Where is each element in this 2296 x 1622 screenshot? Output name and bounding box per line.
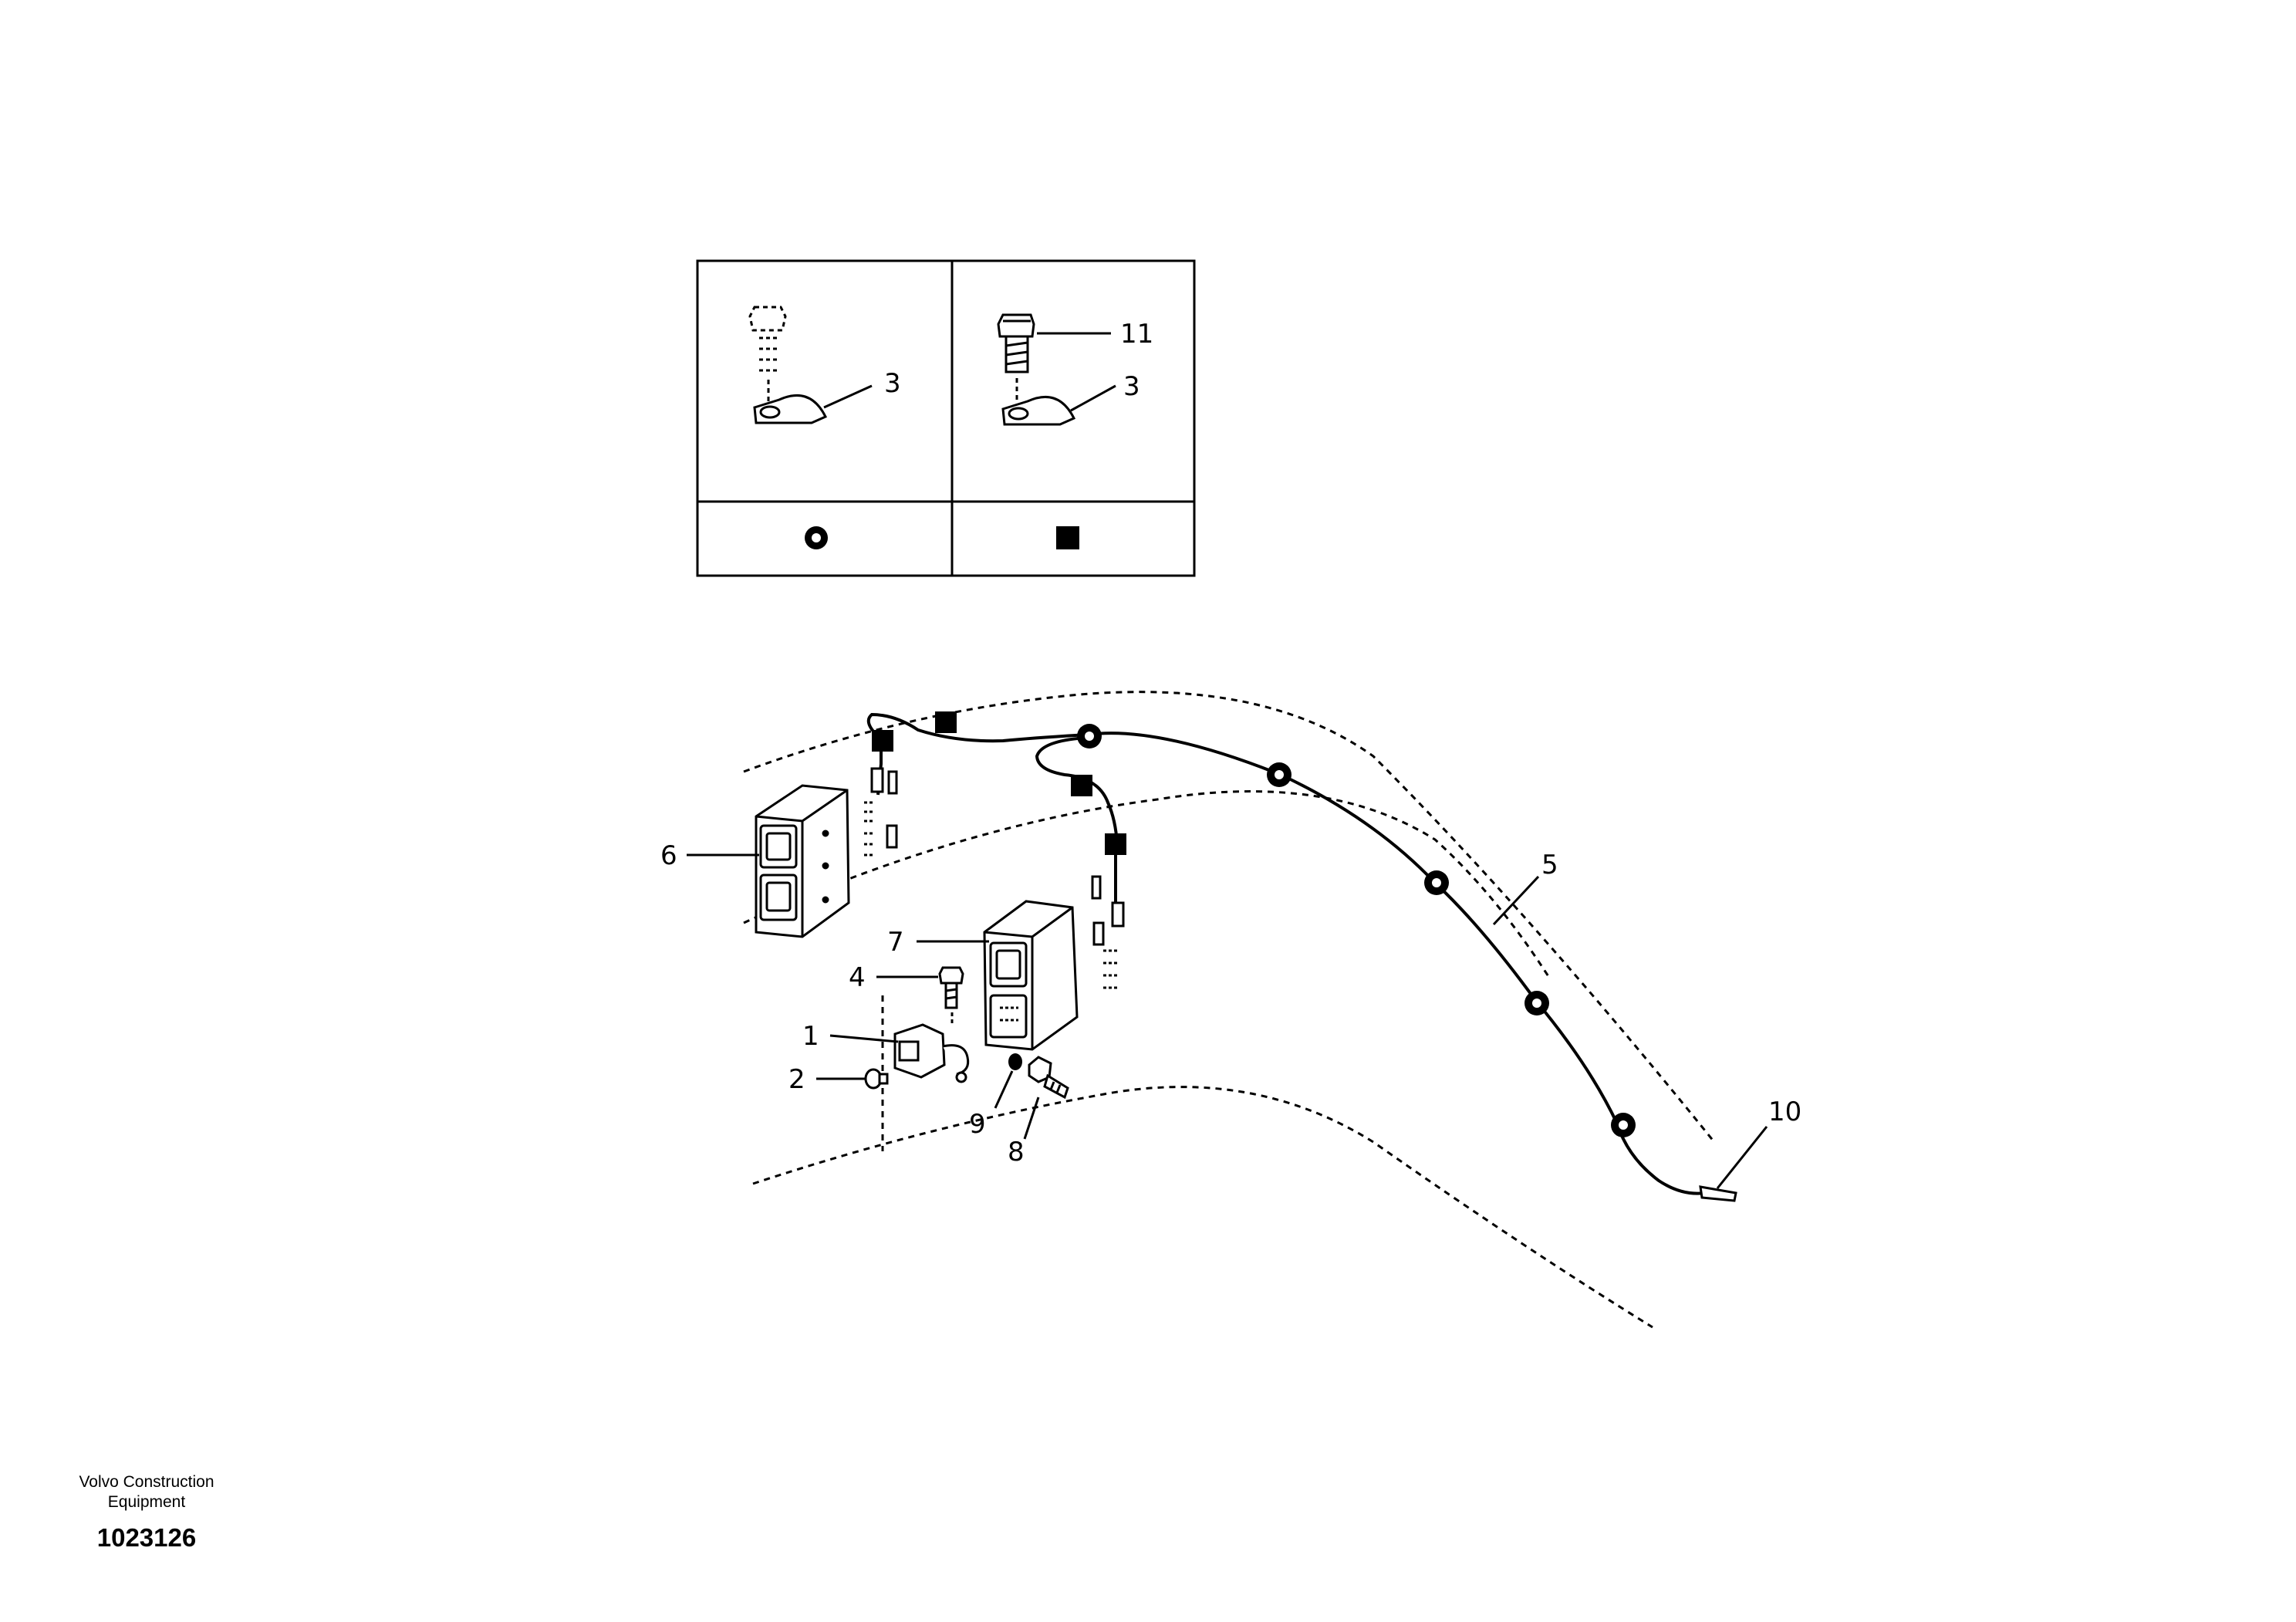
legend-table — [696, 259, 1196, 577]
circle-clip-marker-icon — [1267, 762, 1292, 787]
callout-6: 6 — [660, 840, 677, 871]
circle-clip-marker-icon — [1424, 870, 1449, 895]
callout-2: 2 — [788, 1064, 805, 1095]
circle-clip-marker-icon — [1077, 724, 1102, 748]
callout-3a: 3 — [884, 368, 901, 399]
footer: Volvo Construction Equipment 1023126 — [46, 1472, 247, 1553]
square-clip-marker-icon — [1056, 526, 1079, 549]
leader-3b — [1070, 384, 1116, 412]
callout-4: 4 — [849, 962, 866, 993]
washer-9 — [1008, 1053, 1022, 1070]
harness-circle-markers — [1077, 724, 1636, 1137]
lamp-holder-1 — [893, 1023, 970, 1083]
legend-bolt-with-clip — [997, 313, 1076, 426]
circle-clip-marker-icon — [1524, 991, 1549, 1015]
circle-clip-marker-icon — [1611, 1113, 1636, 1137]
callout-1: 1 — [802, 1021, 819, 1052]
leader-8 — [1023, 1097, 1040, 1140]
legend-clip-with-hidden-screw — [748, 306, 828, 424]
leader-10 — [1716, 1126, 1768, 1189]
machine-outline — [743, 691, 1716, 1329]
callout-5: 5 — [1541, 850, 1558, 880]
circle-clip-marker-icon — [805, 526, 828, 549]
drawing-number: 1023126 — [96, 1523, 197, 1552]
harness-square-markers — [872, 711, 1126, 855]
square-clip-marker-icon — [1105, 833, 1126, 855]
callout-9: 9 — [969, 1109, 986, 1140]
square-clip-marker-icon — [935, 711, 957, 733]
callout-7: 7 — [887, 927, 904, 958]
leader-9 — [994, 1070, 1014, 1109]
switch-panel-6 — [755, 784, 850, 938]
connector-group-upper — [864, 767, 898, 857]
connector-group-lower — [1091, 875, 1125, 989]
leader-1 — [829, 1034, 899, 1043]
leader-3a — [823, 384, 873, 409]
callout-3b: 3 — [1123, 371, 1140, 402]
leader-5 — [1492, 875, 1540, 926]
bolt-8 — [1028, 1056, 1069, 1100]
company-name: Volvo Construction Equipment — [79, 1473, 214, 1511]
square-clip-marker-icon — [1071, 775, 1092, 796]
bulb-2 — [864, 1068, 889, 1090]
switch-panel-7 — [983, 900, 1079, 1051]
callout-11: 11 — [1120, 319, 1153, 350]
screw-4 — [938, 966, 964, 1026]
callout-10: 10 — [1768, 1097, 1801, 1127]
callout-8: 8 — [1008, 1137, 1025, 1168]
end-clip — [1699, 1185, 1737, 1202]
square-clip-marker-icon — [872, 730, 893, 752]
